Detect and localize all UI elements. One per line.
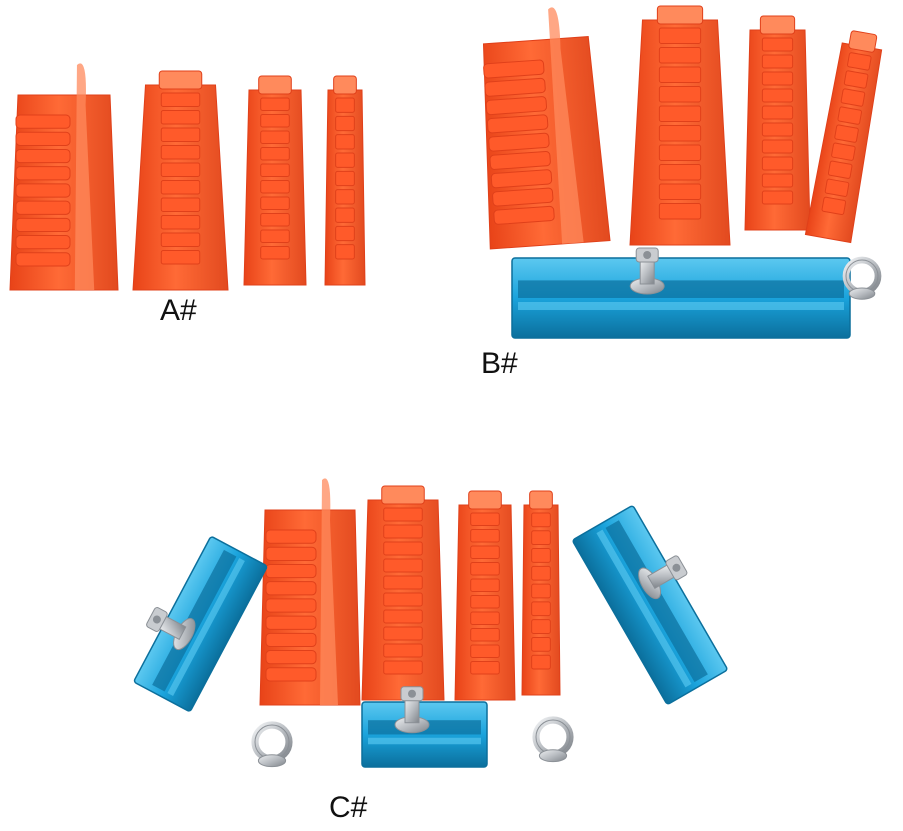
set-label-a: A# — [160, 294, 197, 327]
glue-tab-icon — [454, 490, 516, 701]
set-label-c: C# — [329, 791, 368, 824]
glue-tab-icon — [804, 30, 883, 244]
glue-tab-icon — [132, 70, 229, 291]
glue-tab-icon — [243, 75, 307, 286]
glue-tab-icon — [482, 7, 611, 250]
glue-tab-icon — [629, 5, 731, 246]
slide-rail-icon — [511, 247, 851, 339]
glue-tab-icon — [361, 485, 445, 701]
eye-bolt-icon — [251, 721, 293, 768]
slide-rail-icon — [361, 686, 488, 768]
glue-tab-icon — [744, 15, 811, 231]
glue-tab-icon — [324, 75, 366, 286]
eye-bolts-layer — [251, 256, 882, 768]
slide-rails-layer — [133, 247, 851, 768]
glue-tab-icon — [259, 478, 361, 706]
slide-rail-icon — [572, 505, 728, 705]
set-label-b: B# — [481, 347, 518, 380]
glue-tab-icon — [521, 490, 561, 696]
glue-tabs-layer — [9, 5, 883, 706]
slide-rail-icon — [133, 536, 268, 712]
eye-bolt-icon — [842, 256, 882, 300]
eye-bolt-icon — [532, 716, 574, 763]
glue-tab-icon — [9, 63, 119, 291]
